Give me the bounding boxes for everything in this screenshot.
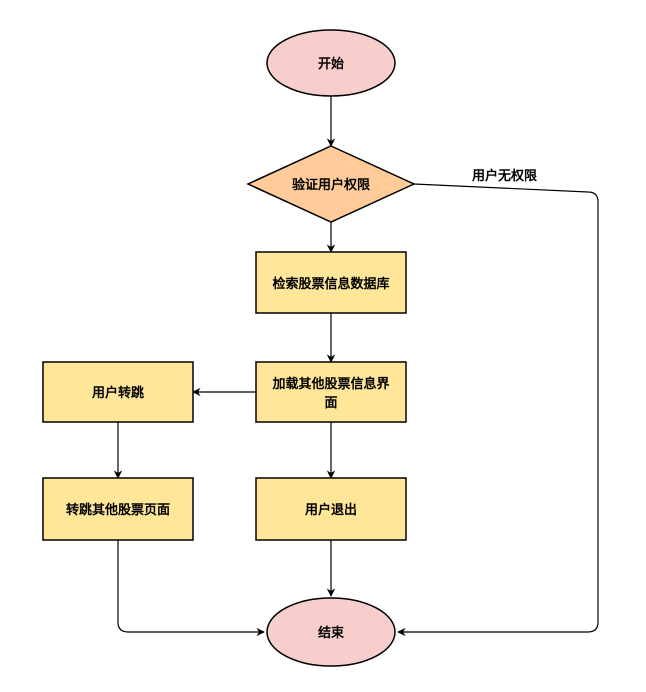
- goto-label: 转跳其他股票页面: [66, 502, 170, 518]
- edge-label-no-permission: 用户无权限: [471, 168, 538, 184]
- load-label-line2: 面: [324, 396, 337, 411]
- node-search: 检索股票信息数据库: [255, 251, 407, 314]
- end-label: 结束: [318, 625, 345, 641]
- node-end: 结束: [266, 597, 396, 667]
- start-label: 开始: [318, 56, 344, 72]
- search-label: 检索股票信息数据库: [272, 276, 389, 292]
- node-jump: 用户转跳: [42, 361, 194, 423]
- node-goto: 转跳其他股票页面: [42, 477, 194, 541]
- edge-goto-end: [117, 540, 265, 637]
- load-label-line1: 加载其他股票信息界: [271, 376, 389, 392]
- edge-verify-end-no-permission: [397, 183, 599, 637]
- node-start: 开始: [266, 29, 396, 97]
- jump-label: 用户转跳: [91, 385, 144, 401]
- node-load: 加载其他股票信息界 面: [255, 361, 407, 423]
- verify-label: 验证用户权限: [292, 177, 371, 193]
- exit-label: 用户退出: [304, 502, 357, 518]
- node-verify: 验证用户权限: [246, 145, 416, 223]
- edges: [113, 96, 599, 637]
- node-exit: 用户退出: [255, 477, 407, 541]
